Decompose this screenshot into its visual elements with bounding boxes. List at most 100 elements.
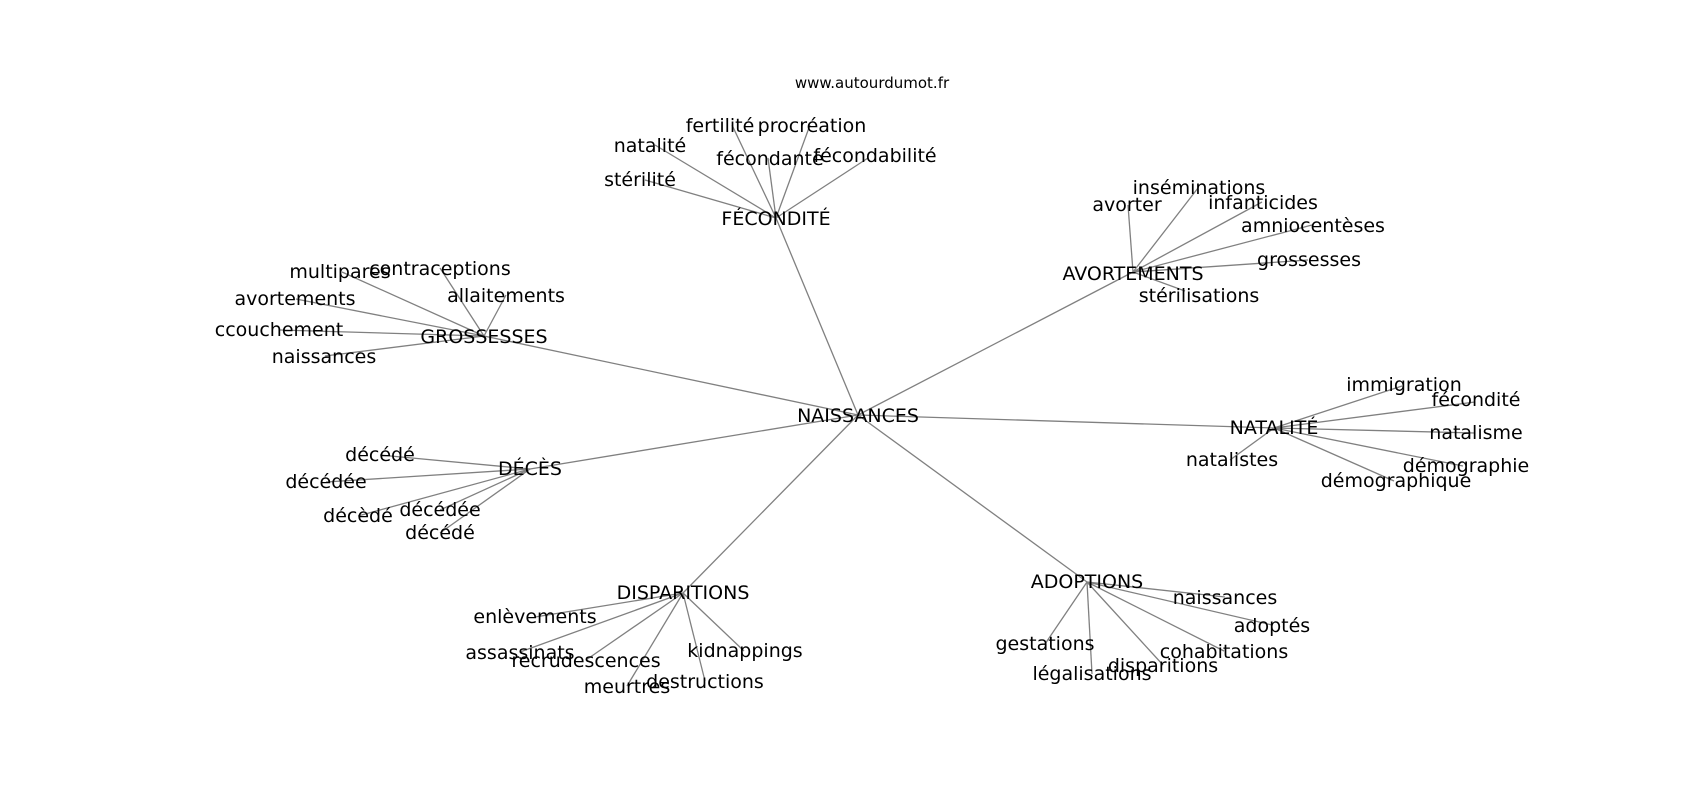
edge-fecondite-2 [654,144,777,219]
edge-center-grossesses [483,335,859,416]
edge-adoptions-0 [1086,581,1226,598]
node-word-deces-decede-2: décèdé [323,505,393,527]
node-group-natalite: NATALITÉ [1230,416,1319,439]
node-word-grossesses-allaitements-2: allaitements [447,285,565,307]
edge-center-fecondite [775,217,859,416]
node-word-avortements-avorter-1: avorter [1092,194,1161,216]
edge-grossesses-0 [341,271,485,337]
edge-grossesses-4 [279,329,485,337]
edge-adoptions-3 [1086,581,1225,652]
node-word-natalite-demographique-4: démographique [1321,470,1472,492]
edge-avortements-4 [1132,259,1309,273]
edge-natalite-0 [1273,385,1403,429]
node-word-disparitions-assassinats-1: assassinats [465,642,574,664]
node-word-adoptions-cohabitations-3: cohabitations [1160,641,1288,663]
node-center-naissances: NAISSANCES [797,405,919,427]
node-word-adoptions-naissances-0: naissances [1173,587,1277,609]
edge-grossesses-5 [324,335,485,357]
edge-avortements-2 [1132,201,1263,273]
edge-deces-1 [325,468,531,483]
node-word-adoptions-legalisations-5: légalisations [1032,663,1151,685]
node-word-avortements-inseminations-0: inséminations [1133,177,1266,199]
edge-adoptions-4 [1086,581,1164,666]
edge-avortements-3 [1132,224,1313,273]
node-word-natalite-fecondite-1: fécondité [1432,389,1521,411]
node-word-avortements-amniocenteses-3: amniocentèses [1241,215,1385,237]
edge-adoptions-2 [1044,581,1088,645]
node-word-grossesses-multipares-0: multipares [289,261,390,283]
node-word-fecondite-natalite-2: natalité [614,135,686,157]
edge-center-adoptions [857,414,1088,583]
node-word-disparitions-kidnappings-3: kidnappings [687,640,802,662]
source-text: www.autourdumot.fr [795,74,950,92]
node-word-disparitions-meurtres-4: meurtres [584,676,670,698]
node-word-fecondite-fecondante-3: fécondante [716,148,823,170]
edge-fecondite-0 [731,124,777,219]
node-word-deces-decedee-1: décédée [285,471,366,493]
edge-avortements-1 [1127,204,1134,273]
node-word-disparitions-destructions-5: destructions [646,671,764,693]
edge-deces-3 [439,468,531,511]
node-word-avortements-grossesses-4: grossesses [1257,249,1361,271]
node-group-avortements: AVORTEMENTS [1062,263,1203,285]
node-group-disparitions: DISPARITIONS [617,582,750,604]
node-word-fecondite-procreation-1: procréation [758,115,867,137]
node-word-grossesses-ccouchement-4: ccouchement [215,319,343,341]
node-word-natalite-immigration-0: immigration [1346,374,1461,396]
edge-natalite-2 [1273,427,1476,434]
node-group-fecondite: FÉCONDITÉ [721,207,830,230]
node-group-grossesses: GROSSESSES [420,326,547,348]
edge-fecondite-1 [775,124,811,219]
edge-fecondite-4 [775,157,869,219]
node-word-adoptions-disparitions-4: disparitions [1108,655,1218,677]
edge-disparitions-3 [682,592,745,652]
edge-fecondite-5 [644,179,777,219]
node-word-avortements-sterilisations-5: stérilisations [1139,285,1260,307]
node-word-adoptions-adoptes-1: adoptés [1234,615,1310,637]
edge-center-avortements [857,271,1134,416]
edge-fecondite-3 [767,157,777,219]
node-word-deces-decede-4: décédé [405,522,475,544]
edge-center-natalite [857,414,1275,429]
edge-deces-0 [379,454,531,470]
edge-disparitions-0 [534,592,684,618]
edge-center-disparitions [682,414,859,594]
edge-avortements-0 [1132,187,1199,273]
node-word-adoptions-gestations-2: gestations [995,633,1094,655]
node-word-natalite-natalisme-2: natalisme [1429,422,1522,444]
edge-adoptions-1 [1086,581,1273,626]
node-word-grossesses-naissances-5: naissances [272,346,376,368]
edge-disparitions-2 [585,592,684,661]
node-word-disparitions-enlevements-0: enlèvements [473,606,596,628]
node-group-adoptions: ADOPTIONS [1031,571,1143,593]
edge-natalite-3 [1273,427,1464,467]
edge-grossesses-2 [483,294,507,337]
edge-natalite-5 [1229,427,1275,461]
edge-center-deces [529,414,859,470]
edge-grossesses-3 [295,298,485,337]
edge-deces-2 [357,468,531,517]
edge-adoptions-5 [1086,581,1093,675]
edge-deces-4 [439,468,531,534]
edge-disparitions-4 [626,592,684,687]
node-word-grossesses-contraceptions-1: contraceptions [369,258,511,280]
node-word-disparitions-recrudescences-2: recrudescences [511,650,660,672]
node-word-avortements-infanticides-2: infanticides [1208,192,1318,214]
node-word-natalite-demographie-3: démographie [1403,455,1529,477]
edge-natalite-1 [1273,401,1476,429]
node-group-deces: DÉCÈS [498,457,562,480]
node-word-fecondite-fecondabilite-4: fécondabilité [813,145,936,167]
node-word-deces-decede-0: décédé [345,444,415,466]
edge-disparitions-1 [519,592,684,653]
node-word-natalite-natalistes-5: natalistes [1186,449,1278,471]
edge-grossesses-1 [439,267,485,337]
edge-natalite-4 [1273,427,1395,482]
edge-layer [279,124,1476,687]
node-word-grossesses-avortements-3: avortements [234,288,355,310]
node-word-fecondite-fertilite-0: fertilité [686,115,755,137]
node-word-fecondite-sterilite-5: stérilité [604,169,676,191]
edge-disparitions-5 [682,592,706,682]
edge-avortements-5 [1132,271,1186,292]
